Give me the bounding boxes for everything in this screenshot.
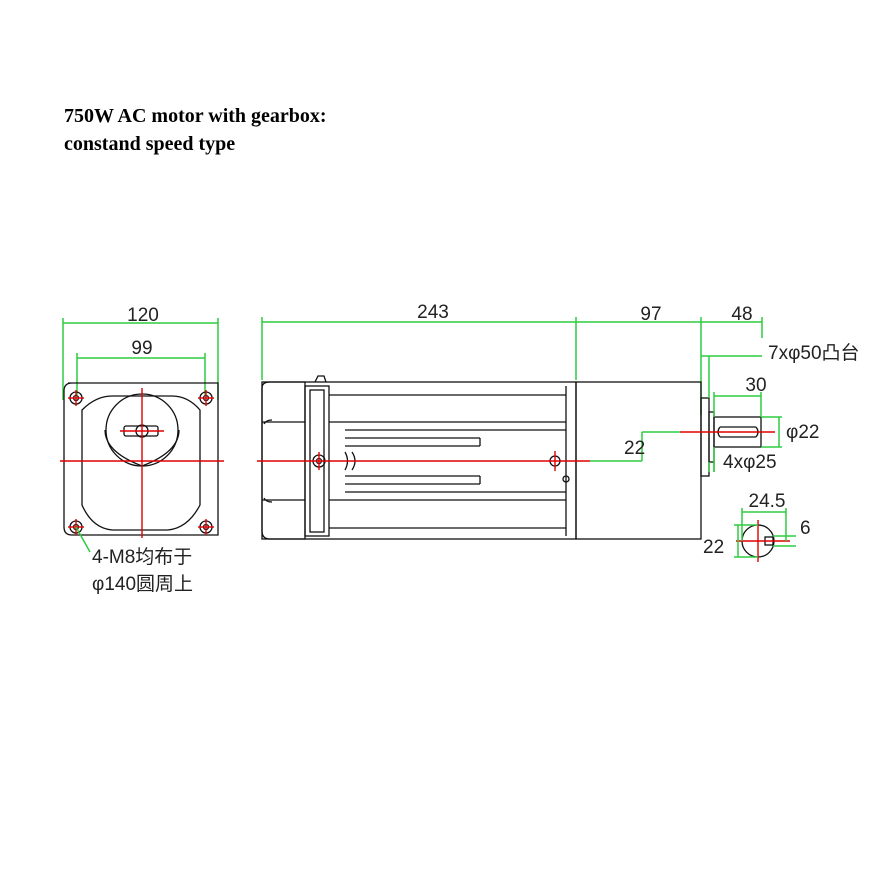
side-view: 243 97 48 — [257, 302, 860, 540]
dim-section-22: 22 — [703, 537, 724, 558]
dim-phi22: φ22 — [786, 422, 819, 443]
dim-offset-22: 22 — [624, 438, 645, 459]
mount-note-1: 4-M8均布于 — [92, 546, 192, 568]
cooling-fins — [329, 386, 567, 536]
dim-120: 120 — [127, 305, 159, 326]
title-line-2: constand speed type — [64, 133, 236, 155]
shaft-section: 24.5 6 22 — [703, 491, 811, 562]
bolt-holes — [69, 391, 213, 534]
dim-6: 6 — [800, 518, 811, 539]
title-line-1: 750W AC motor with gearbox: — [64, 105, 327, 127]
diagram-title: 750W AC motor with gearbox: constand spe… — [64, 102, 327, 158]
flange-outline — [63, 382, 219, 536]
dim-30: 30 — [745, 375, 766, 396]
dim-243: 243 — [417, 302, 449, 323]
dim-48: 48 — [731, 304, 752, 325]
boss-label: 7xφ50凸台 — [768, 342, 860, 364]
dim-24-5: 24.5 — [749, 491, 786, 512]
front-view: 120 99 4-M8均布于 φ140圆周上 — [60, 305, 224, 595]
flange-inner — [81, 395, 201, 531]
mount-note-2: φ140圆周上 — [92, 573, 193, 595]
dim-97: 97 — [640, 304, 661, 325]
dim-99: 99 — [131, 338, 152, 359]
dim-4xphi25: 4xφ25 — [723, 452, 777, 473]
